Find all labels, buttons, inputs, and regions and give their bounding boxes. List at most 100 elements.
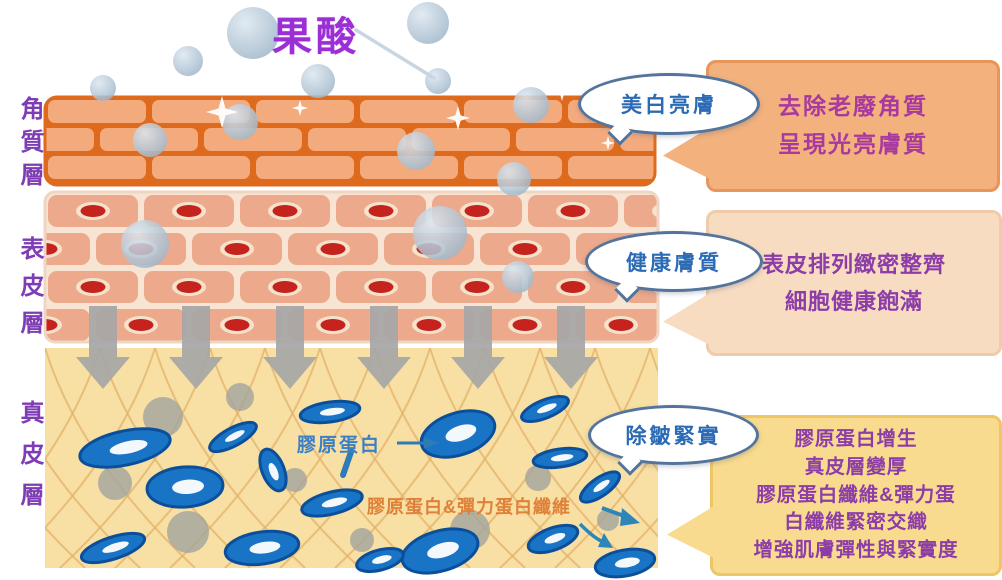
down-arrow-icon (451, 306, 505, 389)
callout-line: 膠原蛋白纖維&彈力蛋 (756, 483, 956, 506)
sparkle-icon (292, 100, 308, 116)
collagen-highlight (544, 533, 566, 544)
callout-line: 呈現光亮膚質 (778, 131, 928, 157)
collagen-highlight (225, 430, 245, 442)
acid-bubble (425, 68, 451, 94)
collagen-ellipse (208, 420, 258, 454)
collagen-ellipse (300, 488, 364, 518)
collagen-ellipse (526, 523, 580, 555)
acid-particle (350, 528, 374, 552)
acid-particle (597, 509, 619, 531)
collagen-highlight (372, 555, 392, 564)
fiber-arrow-curve-head (598, 533, 613, 548)
fiber-arrow-line (601, 506, 625, 518)
fiber-line (499, 348, 651, 568)
collagen-ellipse (593, 547, 657, 579)
callout-line: 細胞健康飽滿 (784, 289, 923, 314)
sparkle-icon (601, 136, 615, 150)
effect-bubble-firming: 除皺緊實 (588, 405, 759, 476)
effect-bubble-whitening-label: 美白亮膚 (621, 94, 717, 117)
layer-label-corneum: 角質層 (16, 96, 43, 195)
acid-particle (525, 465, 551, 491)
sparkle-icon (446, 106, 470, 130)
acid-bubble (133, 123, 167, 157)
collagen-ellipse (223, 529, 301, 567)
collagen-ellipse (531, 446, 589, 470)
title-pointer-line (354, 28, 436, 80)
collagen-highlight (268, 462, 279, 481)
down-arrow-icon (169, 306, 223, 389)
down-arrow-icon (357, 306, 411, 389)
collagen-highlight (614, 557, 640, 568)
collagen-ellipse (258, 447, 288, 493)
collagen-ellipse (400, 527, 480, 575)
collagen-highlight (321, 497, 348, 508)
collagen-ellipse (419, 409, 497, 459)
fiber-line (609, 517, 658, 568)
acid-bubble (90, 75, 116, 101)
layer-label-dermis: 真皮層 (16, 400, 43, 523)
collagen-ellipse (578, 470, 622, 504)
callout-box-whitening: 去除老廢角質 呈現光亮膚質 (663, 60, 1000, 192)
callout-box-firming: 膠原蛋白增生 真皮層變厚 膠原蛋白纖維&彈力蛋 白纖維緊密交織 增強肌膚彈性與緊… (667, 415, 1002, 576)
collagen-ellipse (78, 427, 172, 469)
fiber-line (45, 348, 101, 461)
acid-bubble (407, 2, 449, 44)
acid-particle (143, 397, 183, 437)
callout-line: 白纖維緊密交織 (784, 511, 928, 534)
down-arrow-icon (263, 306, 317, 389)
callout-line: 真皮層變厚 (804, 455, 908, 478)
down-arrow-icon (76, 306, 130, 389)
annotation-arrows (340, 28, 640, 548)
collagen-ellipse (355, 547, 405, 573)
acid-bubble (397, 132, 435, 170)
acid-bubble (301, 64, 335, 98)
collagen-highlight (109, 440, 148, 455)
acid-particle (226, 383, 254, 411)
collagen-highlight (102, 541, 129, 553)
acid-particle (283, 468, 307, 492)
collagen-highlight (172, 479, 204, 495)
fiber-arrow-head (620, 508, 640, 526)
collagen-ellipses (78, 394, 657, 579)
collagen-highlight (427, 541, 459, 559)
collagen-highlight (537, 403, 557, 414)
sparkle-icon (553, 83, 571, 101)
layer-label-epidermis: 表皮層 (16, 236, 43, 347)
penetration-arrows (76, 306, 598, 389)
sparkles (206, 83, 615, 150)
collagen-highlight (593, 479, 610, 493)
sparkle-icon (206, 96, 238, 128)
fiber-line (45, 526, 86, 568)
acid-bubbles (90, 2, 549, 293)
callout-line: 增強肌膚彈性與緊實度 (753, 539, 959, 562)
acid-bubble (121, 220, 169, 268)
collagen-highlight (319, 407, 345, 416)
callout-line: 表皮排列緻密整齊 (761, 251, 946, 277)
effect-bubble-healthy-label: 健康膚質 (626, 251, 722, 275)
down-arrow-icon (544, 306, 598, 389)
acid-bubble (497, 162, 531, 196)
acid-bubble (173, 46, 203, 76)
collagen-ellipse (145, 465, 225, 509)
acid-particle (98, 466, 132, 500)
collagen-ellipse (520, 394, 570, 424)
collagen-arrow-head (424, 437, 439, 449)
callout-line: 去除老廢角質 (778, 93, 928, 120)
collagen-highlight (249, 541, 281, 554)
acid-bubble (413, 206, 467, 260)
page-title: 果酸 (272, 15, 360, 59)
collagen-tick (340, 449, 354, 478)
corneum-layer (43, 95, 657, 187)
fiber-line (279, 348, 431, 568)
acid-bubble (227, 7, 279, 59)
acid-bubble (513, 87, 549, 123)
collagen-highlight (550, 454, 574, 462)
callout-line: 膠原蛋白增生 (794, 428, 918, 451)
acid-particle (167, 511, 209, 553)
effect-bubble-healthy: 健康膚質 (585, 231, 763, 303)
acid-bubble (502, 261, 534, 293)
collagen-highlight (445, 424, 477, 442)
